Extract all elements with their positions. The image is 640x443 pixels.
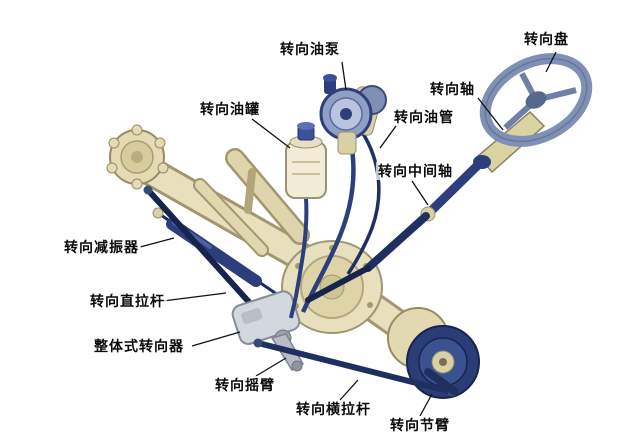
label-steering-oil-reservoir: 转向油罐 bbox=[198, 100, 262, 118]
label-steering-damper: 转向减振器 bbox=[62, 238, 141, 256]
label-steering-oil-pipe: 转向油管 bbox=[392, 108, 456, 126]
label-steering-intermediate-shaft: 转向中间轴 bbox=[376, 162, 455, 180]
label-steering-shaft: 转向轴 bbox=[428, 80, 477, 98]
intermediate-shaft-graphic bbox=[305, 160, 483, 303]
right-wheel-hub-graphic bbox=[387, 307, 480, 399]
label-steering-drag-link: 转向直拉杆 bbox=[88, 292, 167, 310]
label-steering-oil-pump: 转向油泵 bbox=[278, 40, 342, 58]
pump-graphic bbox=[319, 74, 387, 155]
left-flange-graphic bbox=[106, 124, 169, 190]
reservoir-graphic bbox=[285, 122, 327, 199]
steering-wheel-graphic bbox=[479, 53, 593, 147]
label-steering-pitman-arm: 转向摇臂 bbox=[213, 376, 277, 394]
label-steering-tie-rod: 转向横拉杆 bbox=[294, 400, 373, 418]
leader-lines bbox=[139, 51, 557, 417]
label-steering-wheel: 转向盘 bbox=[522, 30, 571, 48]
hoses-graphic bbox=[289, 131, 381, 319]
label-steering-knuckle-arm: 转向节臂 bbox=[388, 416, 452, 434]
knuckle-arm-graphic bbox=[424, 368, 458, 395]
label-integral-steering-gear: 整体式转向器 bbox=[92, 337, 186, 355]
